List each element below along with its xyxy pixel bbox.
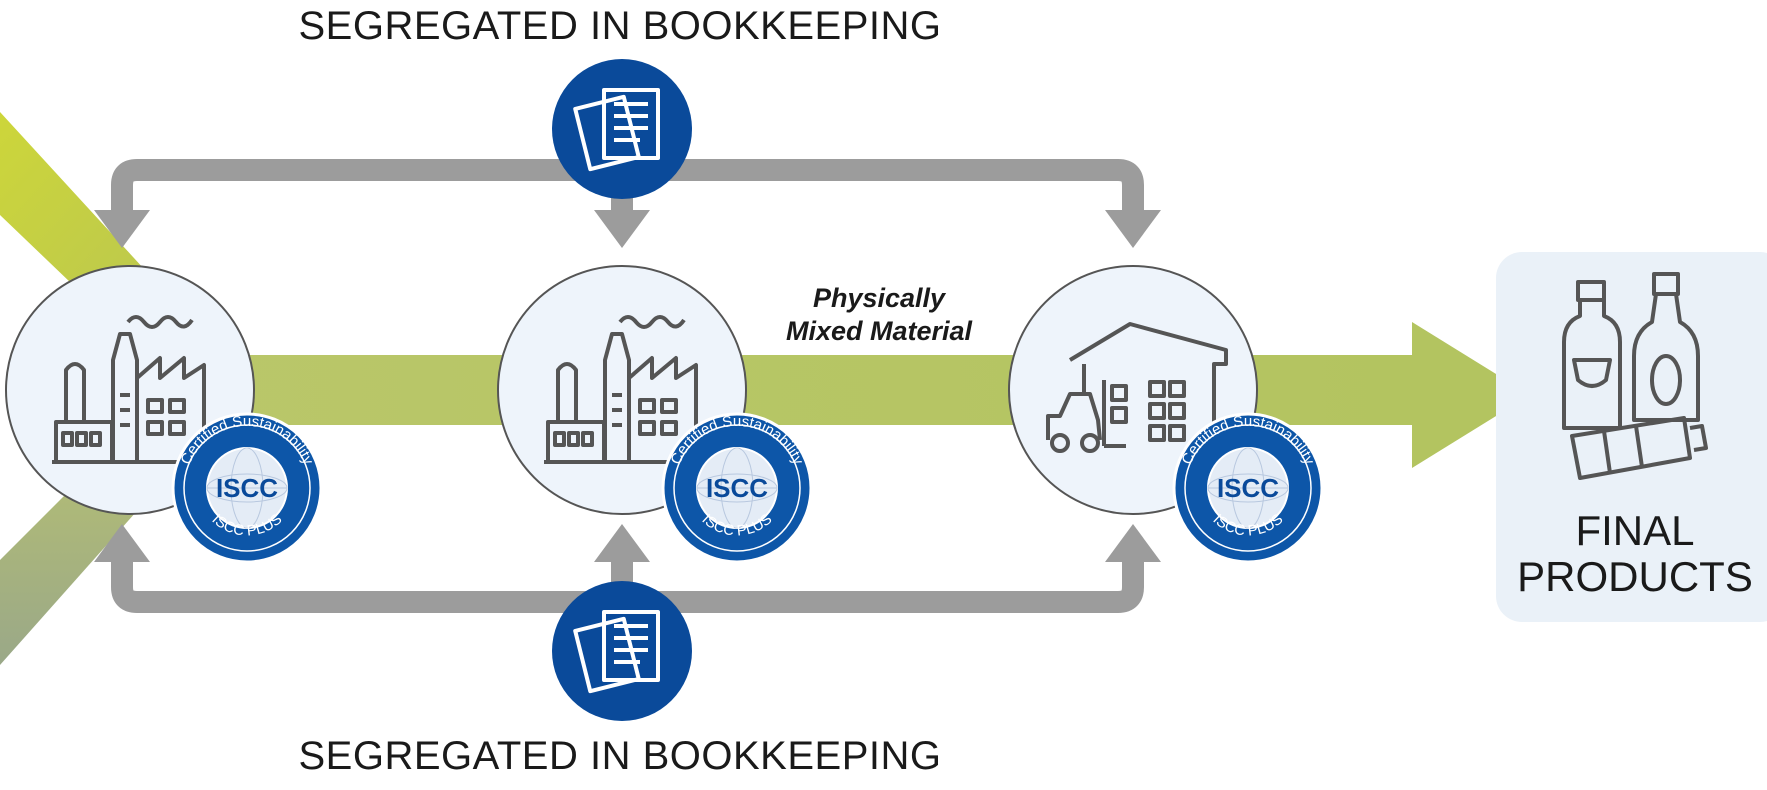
- document-icon-bottom: [552, 581, 692, 721]
- badge-center-text: ISCC: [706, 473, 768, 503]
- heading-bottom: SEGREGATED IN BOOKKEEPING: [298, 734, 942, 778]
- bottles-tube-icon: [1562, 272, 1708, 480]
- bookkeeping-arrowheads-top: [94, 210, 1161, 248]
- final-products-line1: FINAL: [1575, 507, 1695, 554]
- heading-top: SEGREGATED IN BOOKKEEPING: [298, 4, 942, 48]
- iscc-plus-badge-2: ISCC Certified Sustainability ISCC PLUS: [661, 412, 813, 564]
- flow-label-line1: Physically: [812, 283, 946, 313]
- badge-center-text: ISCC: [216, 473, 278, 503]
- final-products-label: FINAL PRODUCTS: [1495, 508, 1767, 600]
- warehouse-forklift-icon: [1046, 322, 1228, 453]
- flow-label-line2: Mixed Material: [785, 316, 973, 346]
- factory-icon: [52, 315, 208, 464]
- final-products-box: [1496, 252, 1767, 622]
- document-icon-top: [552, 59, 692, 199]
- iscc-plus-badge-1: ISCC Certified Sustainability ISCC PLUS: [171, 412, 323, 564]
- final-products-line2: PRODUCTS: [1517, 553, 1753, 600]
- badge-center-text: ISCC: [1217, 473, 1279, 503]
- bookkeeping-arrowheads-bottom: [94, 524, 1161, 562]
- iscc-plus-badge-3: ISCC Certified Sustainability ISCC PLUS: [1172, 412, 1324, 564]
- flow-label: Physically Mixed Material: [748, 282, 1010, 348]
